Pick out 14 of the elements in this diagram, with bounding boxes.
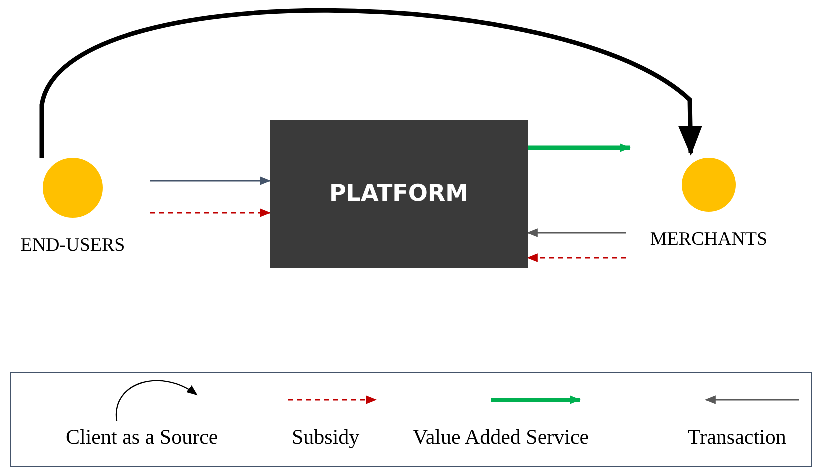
legend-label: Value Added Service bbox=[413, 425, 590, 450]
legend-label: Transaction bbox=[688, 425, 786, 450]
platform-box bbox=[270, 120, 528, 268]
legend-label: Subsidy bbox=[292, 425, 360, 450]
node-label: MERCHANTS bbox=[649, 229, 769, 251]
arrow bbox=[40, 8, 702, 158]
arrow bbox=[528, 144, 632, 152]
legend-label: Client as a Source bbox=[66, 425, 218, 450]
arrow bbox=[526, 254, 626, 262]
node-label: PLATFORM bbox=[329, 181, 469, 207]
node-label: END-USERS bbox=[20, 235, 126, 257]
arrow bbox=[526, 228, 626, 238]
arrow bbox=[150, 208, 272, 218]
arrow bbox=[150, 176, 272, 186]
